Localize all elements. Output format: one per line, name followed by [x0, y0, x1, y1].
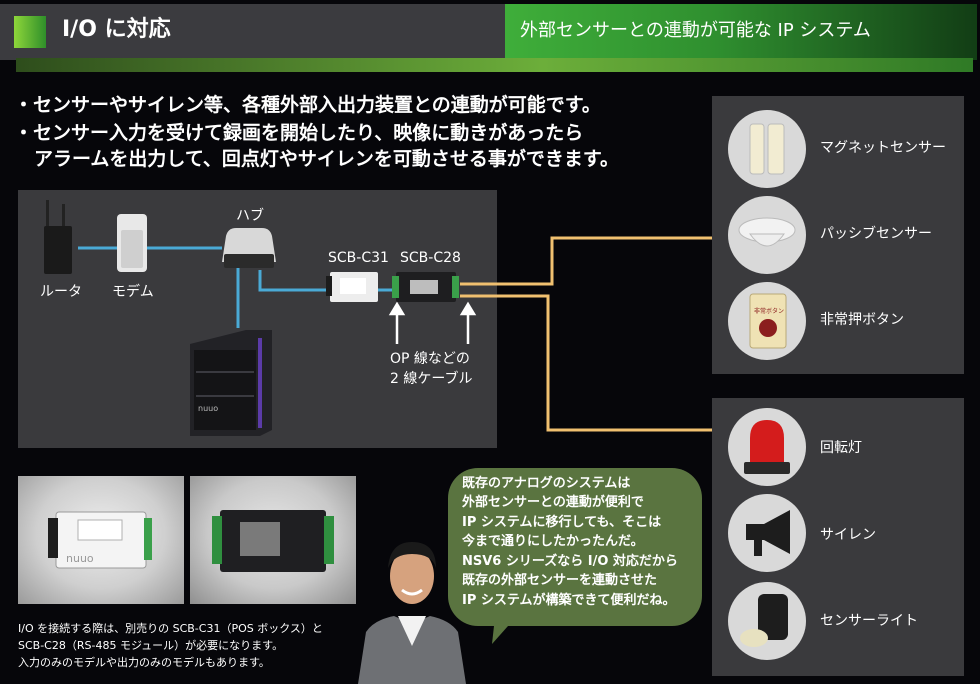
modem-label: モデム	[112, 284, 154, 300]
header-left-band	[0, 4, 505, 60]
scb-c28-module	[392, 272, 459, 302]
scb-c31-label: SCB-C31	[328, 250, 389, 266]
cable-label-line-2: 2 線ケーブル	[390, 371, 473, 387]
businessman-avatar	[358, 542, 466, 684]
passive-sensor-circle	[728, 196, 806, 274]
rotating-light-icon	[744, 420, 790, 474]
nvr-brand-logo: nuuo	[198, 404, 219, 413]
hub-label: ハブ	[236, 208, 264, 224]
note-line-2: SCB-C28（RS-485 モジュール）が必要になります。	[18, 639, 284, 652]
router-label: ルータ	[40, 284, 82, 300]
bubble-line-3: IP システムに移行しても、そこは	[462, 515, 662, 530]
emergency-button-circle: 非常ボタン	[728, 282, 806, 360]
scb-c28-label: SCB-C28	[400, 250, 461, 266]
page-subtitle: 外部センサーとの連動が可能な IP システム	[520, 20, 871, 41]
sensor-light-circle	[728, 582, 806, 660]
cable-arrows	[388, 301, 477, 344]
header-right-band	[505, 4, 977, 60]
bubble-line-7: IP システムが構築できて便利だね。	[462, 593, 676, 608]
modem-icon	[117, 214, 147, 272]
bubble-line-6: 既存の外部センサーを連動させた	[462, 573, 658, 588]
emergency-button-text: 非常ボタン	[754, 308, 785, 315]
scb-c28-photo-drawing	[212, 510, 334, 572]
scb-c28-photo	[190, 476, 356, 604]
magnet-sensor-circle	[728, 110, 806, 188]
nvr-icon	[190, 330, 272, 436]
passive-sensor-icon	[738, 217, 796, 247]
bubble-line-1: 既存のアナログのシステムは	[462, 476, 631, 491]
scb-c31-photo: nuuo	[18, 476, 184, 604]
cable-label-line-1: OP 線などの	[390, 351, 470, 367]
output-label-1: 回転灯	[820, 440, 862, 456]
scb-c31-photo-drawing	[48, 511, 152, 569]
output-label-3: センサーライト	[820, 613, 918, 629]
bullet-line-2: ・センサー入力を受けて録画を開始したり、映像に動きがあったら	[14, 122, 584, 144]
bubble-line-2: 外部センサーとの連動が便利で	[462, 495, 644, 510]
magnet-sensor-icon	[749, 123, 785, 175]
scb-c31-module	[326, 272, 378, 302]
siren-icon	[746, 510, 790, 556]
photo-brand-logo: nuuo	[66, 552, 94, 565]
note-line-1: I/O を接続する際は、別売りの SCB-C31（POS ボックス）と	[18, 622, 323, 635]
input-label-3: 非常押ボタン	[820, 312, 904, 328]
bullet-line-1: ・センサーやサイレン等、各種外部入出力装置との連動が可能です。	[14, 94, 601, 116]
output-label-2: サイレン	[820, 527, 876, 543]
router-icon	[44, 200, 72, 274]
input-label-2: パッシブセンサー	[820, 226, 932, 242]
input-label-1: マグネットセンサー	[820, 140, 946, 156]
bubble-line-4: 今まで通りにしたかったんだ。	[462, 534, 644, 549]
siren-circle	[728, 494, 806, 572]
header-green-chip	[14, 16, 46, 48]
page-title: I/O に対応	[62, 17, 171, 42]
note-line-3: 入力のみのモデルや出力のみのモデルもあります。	[18, 656, 270, 669]
bullet-line-3: アラームを出力して、回点灯やサイレンを可動させる事ができます。	[34, 148, 620, 170]
speech-bubble	[448, 468, 702, 626]
header-underline-bar	[16, 58, 973, 72]
io-wires	[460, 236, 712, 432]
sensor-light-icon	[740, 594, 788, 647]
rotating-light-circle	[728, 408, 806, 486]
network-links	[78, 246, 396, 328]
hub-icon	[222, 228, 276, 268]
bubble-line-5: NSV6 シリーズなら I/O 対応だから	[462, 554, 678, 569]
emergency-button-icon	[749, 293, 787, 349]
